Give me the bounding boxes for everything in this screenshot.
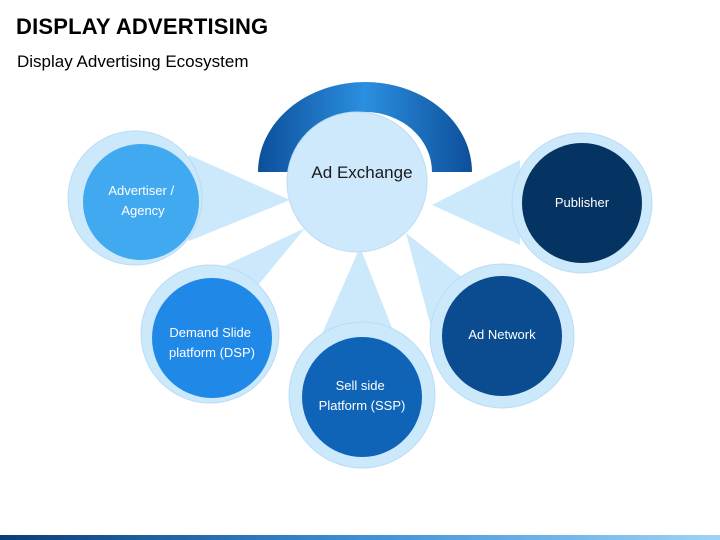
svg-text:Sell side Platform (SSP): Sell side Platform (SSP) — [319, 378, 406, 413]
connector-ssp — [318, 247, 398, 343]
ad-exchange-label: Ad Exchange — [311, 163, 412, 182]
connector-advertiser — [189, 155, 290, 241]
svg-text:Advertiser / Agency: Advertiser / Agency — [108, 183, 177, 218]
publisher-node: Publisher — [511, 132, 653, 274]
advertiser-label-line-2: Agency — [121, 203, 165, 218]
advertiser-label-line-1: Advertiser / — [108, 183, 174, 198]
ssp-label-line-2: Platform (SSP) — [319, 398, 406, 413]
connector-publisher — [432, 160, 520, 245]
ad-exchange-node: Ad Exchange — [286, 111, 428, 253]
connector-ad-network — [406, 233, 463, 331]
ssp-node: Sell side Platform (SSP) — [288, 321, 436, 469]
dsp-label-line-2: platform (DSP) — [169, 345, 255, 360]
ssp-label-line-1: Sell side — [336, 378, 385, 393]
ad-network-label: Ad Network — [468, 327, 536, 342]
slide-title: DISPLAY ADVERTISING — [16, 14, 269, 39]
dsp-node: Demand Slide platform (DSP) — [140, 264, 280, 404]
ad-network-node: Ad Network — [429, 263, 575, 409]
svg-text:Demand Slide platform (D: Demand Slide platform (DSP) — [169, 325, 255, 360]
dsp-label-line-1: Demand Slide — [169, 325, 251, 340]
bottom-accent-bar — [0, 535, 720, 540]
publisher-label: Publisher — [555, 195, 610, 210]
advertiser-node: Advertiser / Agency — [67, 130, 203, 266]
slide-subtitle: Display Advertising Ecosystem — [17, 52, 249, 71]
ad-exchange-arc — [258, 82, 472, 172]
